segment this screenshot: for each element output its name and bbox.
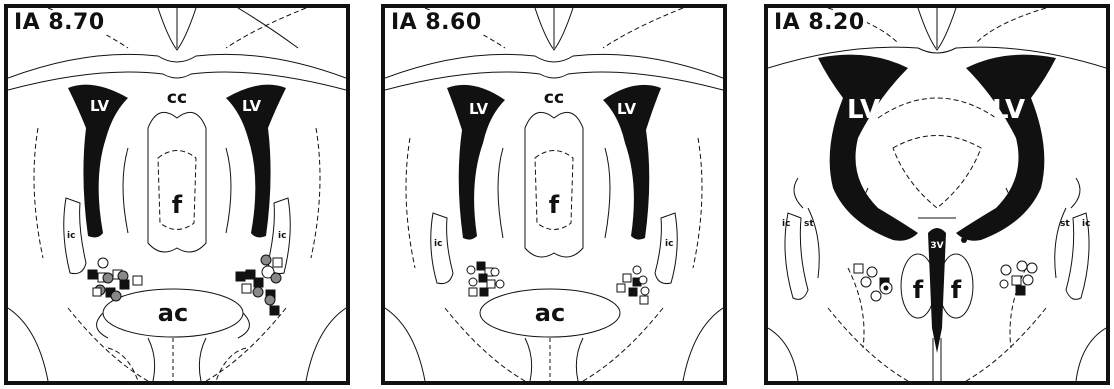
ic-right-label: ic [665, 239, 673, 249]
injection-markers-right [236, 255, 282, 315]
ic-left-label: ic [782, 219, 790, 229]
section-coordinate-label: IA 8.70 [12, 10, 107, 35]
anterior-commissure-label: ac [158, 299, 188, 327]
lateral-ventricle-left [818, 55, 918, 241]
section-panel-ia-8-70: LV LV cc f ac ic ic [4, 4, 350, 385]
st-right-label: st [1060, 219, 1070, 229]
injection-markers-left [88, 258, 142, 301]
section-panel-ia-8-20: LV LV 3V f f ic ic st st IA 8.20 [764, 4, 1110, 385]
fornix-right-label: f [951, 276, 962, 304]
lv-left-label: LV [469, 100, 488, 118]
anterior-commissure-label: ac [535, 299, 565, 327]
section-coordinate-label: IA 8.20 [772, 10, 867, 35]
lv-left-label: LV [847, 95, 880, 125]
ic-right-label: ic [1082, 219, 1090, 229]
section-coordinate-label: IA 8.60 [389, 10, 484, 35]
brain-section-drawing: LV LV 3V f f ic ic st st [768, 8, 1106, 381]
fornix-label: f [549, 191, 560, 219]
lv-right-label: LV [242, 97, 261, 115]
lv-right-label: LV [617, 100, 636, 118]
section-panel-ia-8-60: LV LV cc f ac ic ic IA 8. [381, 4, 727, 385]
fornix-left-label: f [913, 276, 924, 304]
lv-left-label: LV [90, 97, 109, 115]
injection-markers-left [467, 262, 504, 296]
corpus-callosum-label: cc [167, 88, 187, 108]
corpus-callosum-label: cc [544, 88, 564, 108]
fornix-label: f [172, 191, 183, 219]
brain-section-drawing: LV LV cc f ac ic ic [385, 8, 723, 381]
st-left-label: st [804, 219, 814, 229]
ic-left-label: ic [434, 239, 442, 249]
lateral-ventricle-right [956, 55, 1056, 241]
injection-markers-left [854, 264, 892, 301]
third-ventricle-label: 3V [930, 241, 943, 251]
ic-right-label: ic [278, 231, 286, 241]
injection-markers-right [617, 266, 649, 304]
brain-section-drawing: LV LV cc f ac ic ic [8, 8, 346, 381]
ic-left-label: ic [67, 231, 75, 241]
lv-right-label: LV [992, 95, 1025, 125]
injection-markers-right [1000, 261, 1037, 295]
